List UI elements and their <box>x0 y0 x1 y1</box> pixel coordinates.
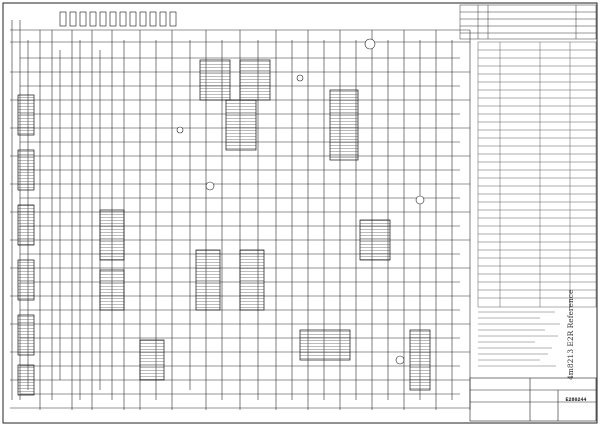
revision-table <box>459 4 597 40</box>
margin-handwritten-note: 4m8213 E2R Reference <box>566 289 575 380</box>
parts-list <box>477 41 597 308</box>
drawing-number: E280244 <box>565 397 587 403</box>
title-block <box>469 377 597 422</box>
top-connector-row <box>59 11 177 27</box>
connector-blocks <box>17 59 431 396</box>
notes-area <box>478 311 560 367</box>
component-symbols <box>176 38 425 365</box>
